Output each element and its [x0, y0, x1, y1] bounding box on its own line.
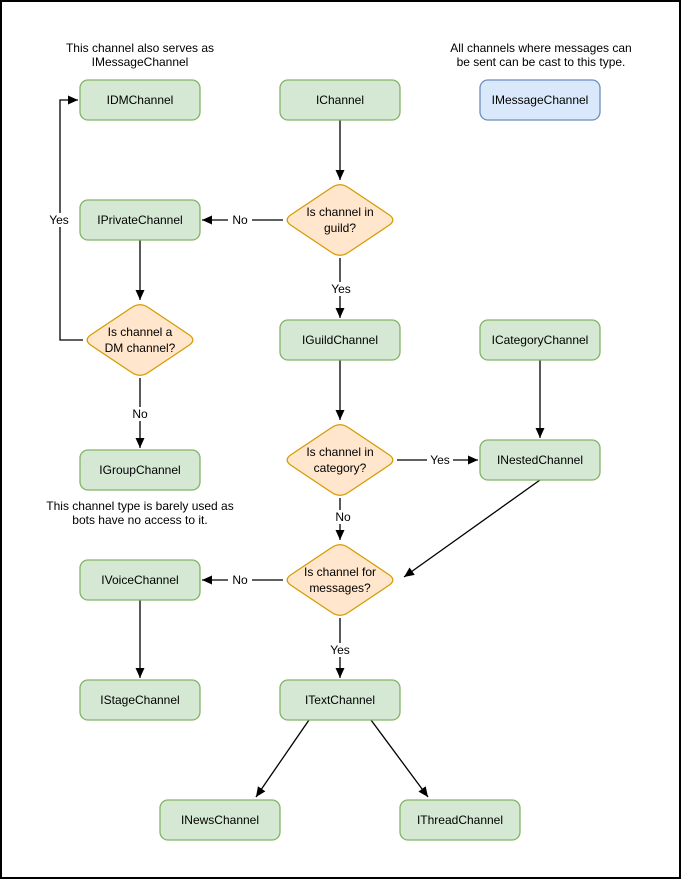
edge-label-bg	[128, 407, 152, 421]
decision-label-line: Is channel a	[108, 325, 173, 339]
node-inewschannel: INewsChannel	[159, 799, 281, 841]
edge-label-no: No	[132, 407, 148, 421]
edge-label-bg	[427, 453, 453, 467]
edge-label-bg	[331, 510, 355, 524]
decision-label-line: DM channel?	[105, 341, 176, 355]
node-inewschannel-box	[159, 799, 281, 841]
node-inestedchannel-box	[479, 439, 601, 481]
decision-shape	[286, 184, 394, 256]
node-icategorychannel-box	[479, 319, 601, 361]
note-imessagechannel-cast: All channels where messages can be sent …	[450, 41, 631, 69]
node-ivoicechannel: IVoiceChannel	[79, 559, 201, 601]
note-line: This channel also serves as	[66, 41, 214, 55]
note-line: bots have no access to it.	[72, 513, 207, 527]
decision-is-channel-in-guild: Is channel in guild?	[286, 184, 394, 256]
edge-label-bg	[228, 213, 252, 227]
edge-label-no: No	[232, 573, 248, 587]
edge-label-no: No	[335, 510, 351, 524]
edge-label-bg	[328, 282, 354, 296]
edge-inestedchannel-to-formessages	[403, 479, 541, 578]
edge-label-yes-isdm-loop: Yes	[46, 213, 72, 227]
note-idmchannel-serves-imessagechannel: This channel also serves as IMessageChan…	[66, 41, 214, 69]
edge-label-no-formessages: No	[228, 573, 252, 587]
edge-label-no: No	[232, 213, 248, 227]
note-igroupchannel-barely-used: This channel type is barely used as bots…	[46, 499, 233, 527]
decision-shape	[286, 424, 394, 496]
node-iguildchannel-box	[279, 319, 401, 361]
node-idmchannel: IDMChannel	[79, 79, 201, 121]
edge-label-yes: Yes	[330, 643, 350, 657]
node-imessagechannel: IMessageChannel	[479, 79, 601, 121]
node-icategorychannel: ICategoryChannel	[479, 319, 601, 361]
note-line: IMessageChannel	[92, 55, 189, 69]
edge-label-yes: Yes	[430, 453, 450, 467]
decision-label-line: guild?	[324, 221, 356, 235]
node-iprivatechannel-label: IPrivateChannel	[97, 213, 182, 227]
node-itextchannel-box	[279, 679, 401, 721]
node-icategorychannel-label: ICategoryChannel	[492, 333, 589, 347]
note-line: This channel type is barely used as	[46, 499, 233, 513]
edge-label-bg	[228, 573, 252, 587]
node-inestedchannel: INestedChannel	[479, 439, 601, 481]
edge-label-no-incategory: No	[331, 510, 355, 524]
node-ivoicechannel-box	[79, 559, 201, 601]
node-iguildchannel-label: IGuildChannel	[302, 333, 378, 347]
node-inewschannel-label: INewsChannel	[181, 813, 259, 827]
node-ivoicechannel-label: IVoiceChannel	[101, 573, 178, 587]
node-imessagechannel-box	[479, 79, 601, 121]
decision-is-channel-a-dm: Is channel a DM channel?	[86, 304, 194, 376]
node-istagechannel-label: IStageChannel	[100, 693, 179, 707]
note-line: be sent can be cast to this type.	[457, 55, 626, 69]
node-igroupchannel: IGroupChannel	[79, 449, 201, 491]
node-igroupchannel-box	[79, 449, 201, 491]
node-imessagechannel-label: IMessageChannel	[492, 93, 589, 107]
edge-itextchannel-to-inewschannel	[255, 719, 310, 798]
edge-label-yes: Yes	[331, 282, 351, 296]
node-ithreadchannel-label: IThreadChannel	[417, 813, 503, 827]
decision-is-channel-for-messages: Is channel for messages?	[286, 544, 394, 616]
decision-label-line: category?	[314, 461, 367, 475]
decision-shape	[86, 304, 194, 376]
decision-label-line: Is channel in	[306, 445, 373, 459]
decision-label-line: Is channel in	[306, 205, 373, 219]
node-istagechannel-box	[79, 679, 201, 721]
node-ichannel: IChannel	[279, 79, 401, 121]
edge-label-no-isdm: No	[128, 407, 152, 421]
node-ithreadchannel: IThreadChannel	[399, 799, 521, 841]
node-iguildchannel: IGuildChannel	[279, 319, 401, 361]
node-ithreadchannel-box	[399, 799, 521, 841]
node-inestedchannel-label: INestedChannel	[497, 453, 583, 467]
note-line: All channels where messages can	[450, 41, 631, 55]
edge-label-yes-inguild: Yes	[328, 282, 354, 296]
edge-itextchannel-to-ithreadchannel	[370, 719, 429, 798]
edge-label-no-inguild: No	[228, 213, 252, 227]
node-istagechannel: IStageChannel	[79, 679, 201, 721]
decision-label-line: messages?	[309, 581, 371, 595]
edge-label-bg	[327, 643, 353, 657]
decision-shape	[286, 544, 394, 616]
decision-is-channel-in-category: Is channel in category?	[286, 424, 394, 496]
node-iprivatechannel-box	[79, 199, 201, 241]
edge-label-bg	[46, 213, 72, 227]
decision-label-line: Is channel for	[304, 565, 376, 579]
node-itextchannel-label: ITextChannel	[305, 693, 375, 707]
node-ichannel-box	[279, 79, 401, 121]
node-idmchannel-box	[79, 79, 201, 121]
node-idmchannel-label: IDMChannel	[107, 93, 174, 107]
node-iprivatechannel: IPrivateChannel	[79, 199, 201, 241]
node-ichannel-label: IChannel	[316, 93, 364, 107]
edge-label-yes-incategory: Yes	[427, 453, 453, 467]
edge-label-yes: Yes	[49, 213, 69, 227]
node-itextchannel: ITextChannel	[279, 679, 401, 721]
edge-label-yes-formessages: Yes	[327, 643, 353, 657]
node-igroupchannel-label: IGroupChannel	[99, 463, 180, 477]
